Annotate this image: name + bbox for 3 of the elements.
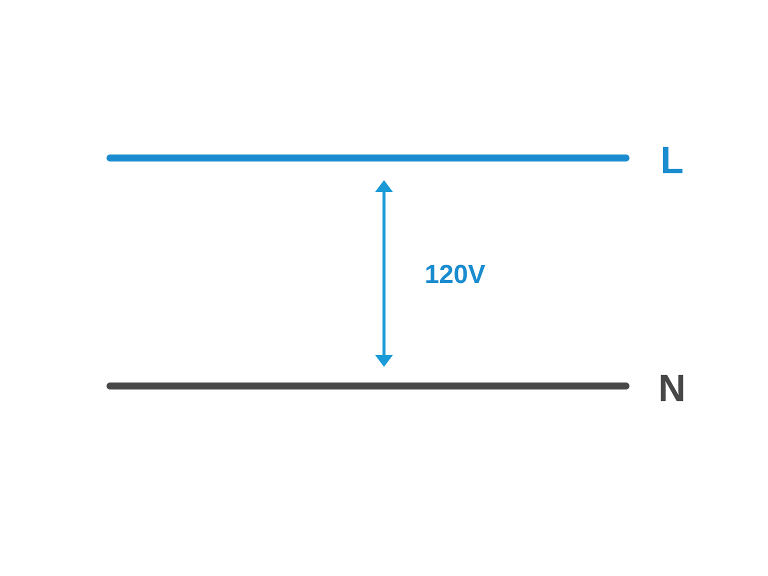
voltage-label: 120V bbox=[426, 264, 486, 284]
wire-label: N bbox=[660, 374, 684, 402]
wire-label: L bbox=[662, 146, 682, 174]
